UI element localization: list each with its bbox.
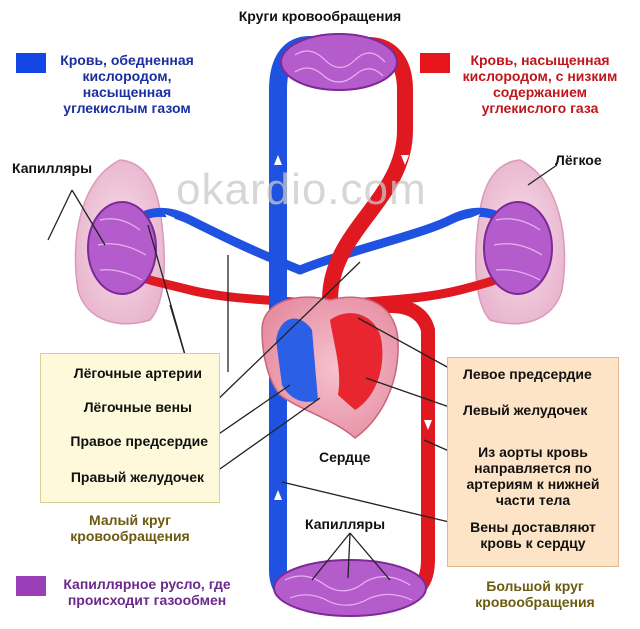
small-circle-title: Малый круг кровообращения xyxy=(40,512,220,544)
small-circle-line1: Малый круг xyxy=(89,512,171,528)
legend-deoxygenated-text: Кровь, обедненная кислородом, насыщенная… xyxy=(52,52,202,116)
label-veins-line2: кровь к сердцу xyxy=(480,535,586,551)
legend-oxygenated-line1: Кровь, насыщенная xyxy=(470,52,610,68)
large-circle-line2: кровообращения xyxy=(475,594,595,610)
capillary-bed-bottom xyxy=(273,559,427,617)
legend-swatch-capillary xyxy=(16,576,46,596)
large-circle-info-box xyxy=(447,357,619,567)
label-capillaries-bottom: Капилляры xyxy=(305,516,386,532)
heart-right-side xyxy=(276,318,318,402)
large-circle-title: Большой круг кровообращения xyxy=(440,578,630,610)
label-pulmonary-veins: Лёгочные вены xyxy=(83,399,192,415)
legend-capillary-text: Капиллярное русло, где происходит газооб… xyxy=(52,576,242,608)
label-aorta-line3: артериям к нижней xyxy=(466,476,600,492)
legend-swatch-oxygenated xyxy=(420,53,450,73)
capillary-bed-top xyxy=(280,33,398,91)
legend-oxygenated-line2: кислородом, с низким xyxy=(462,68,618,84)
large-circle-line1: Большой круг xyxy=(486,578,584,594)
label-left-ventricle: Левый желудочек xyxy=(463,402,588,418)
legend-swatch-deoxygenated xyxy=(16,53,46,73)
legend-oxygenated-text: Кровь, насыщенная кислородом, с низким с… xyxy=(450,52,630,116)
label-aorta-line4: части тела xyxy=(495,492,571,508)
heart-left-side xyxy=(330,313,383,410)
legend-deoxygenated-line2: кислородом, xyxy=(82,68,172,84)
legend-capillary-line1: Капиллярное русло, где xyxy=(63,576,231,592)
watermark: okardio.com xyxy=(176,165,427,214)
capillary-bed-right-lung xyxy=(483,201,553,295)
label-right-ventricle: Правый желудочек xyxy=(70,469,204,485)
label-aorta-line1: Из аорты кровь xyxy=(478,444,588,460)
legend-deoxygenated-line4: углекислым газом xyxy=(63,100,191,116)
capillary-mesh xyxy=(97,50,543,606)
small-circle-line2: кровообращения xyxy=(70,528,190,544)
legend-deoxygenated-line1: Кровь, обедненная xyxy=(60,52,194,68)
page-title: Круги кровообращения xyxy=(238,8,402,24)
flow-arrows xyxy=(165,155,480,500)
label-lung: Лёгкое xyxy=(555,152,602,168)
label-capillaries-top: Капилляры xyxy=(12,160,93,176)
label-pulmonary-arteries: Лёгочные артерии xyxy=(73,365,202,381)
label-veins: Вены доставляют кровь к сердцу xyxy=(452,519,614,551)
capillary-bed-left-lung xyxy=(87,201,157,295)
legend-capillary-line2: происходит газообмен xyxy=(67,592,227,608)
legend-oxygenated-line4: углекислого газа xyxy=(481,100,599,116)
label-right-atrium: Правое предсердие xyxy=(70,433,208,449)
small-circle-info-box xyxy=(40,353,220,503)
label-aorta: Из аорты кровь направляется по артериям … xyxy=(452,444,614,508)
label-heart: Сердце xyxy=(319,449,371,465)
label-left-atrium: Левое предсердие xyxy=(463,366,592,382)
callout-lines xyxy=(47,164,558,581)
label-veins-line1: Вены доставляют xyxy=(470,519,596,535)
legend-deoxygenated-line3: насыщенная xyxy=(82,84,172,100)
legend-oxygenated-line3: содержанием xyxy=(492,84,588,100)
label-aorta-line2: направляется по xyxy=(474,460,592,476)
